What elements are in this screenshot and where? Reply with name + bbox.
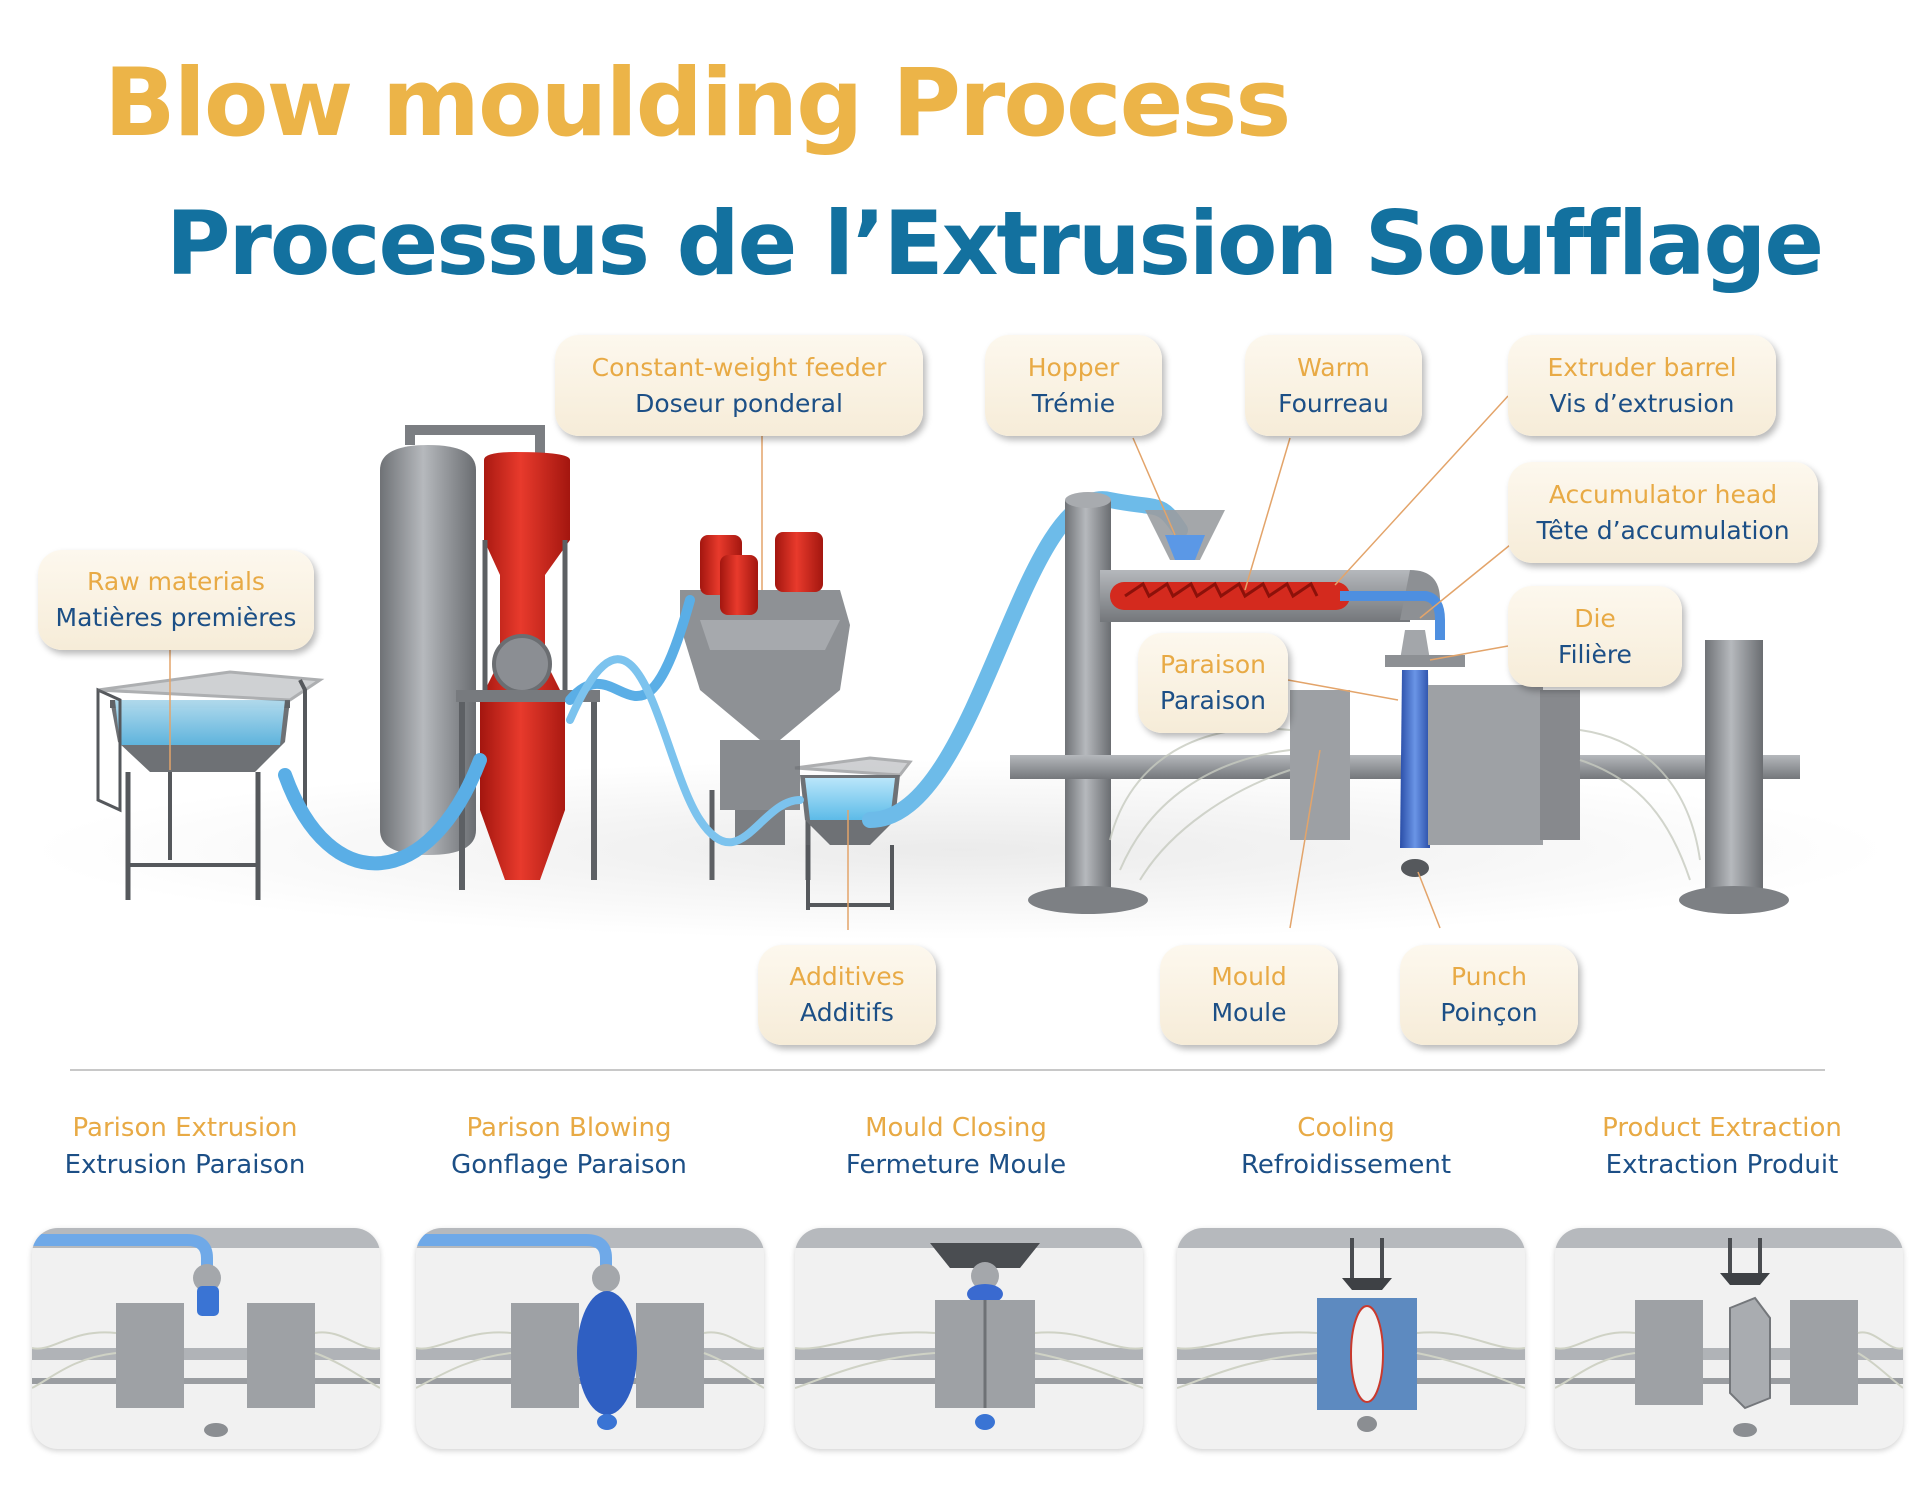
title-english: Blow moulding Process [104,49,1291,158]
step-1-title: Parison Extrusion Extrusion Paraison [0,1110,375,1184]
process-illustration [30,395,1890,940]
step-4-image [1177,1228,1525,1449]
step-3-title: Mould Closing Fermeture Moule [766,1110,1146,1184]
label-paraison-fr: Paraison [1160,686,1266,715]
step-5-image [1555,1228,1903,1449]
conveying-hoses [278,491,1188,871]
raw-materials-bin [96,670,325,900]
step-5-title: Product Extraction Extraction Produit [1532,1110,1912,1184]
step-2-title-fr: Gonflage Paraison [451,1150,687,1180]
silo [380,425,545,855]
title-french: Processus de l’Extrusion Soufflage [166,192,1824,295]
step-4-title-en: Cooling [1297,1113,1395,1143]
label-hopper: Hopper Trémie [985,335,1162,436]
label-additives-en: Additives [789,962,905,991]
label-mould-fr: Moule [1211,998,1287,1027]
step-2-image [416,1228,764,1449]
floor-shadow [30,760,1890,940]
additives-bin [794,756,913,910]
step-1-title-fr: Extrusion Paraison [64,1150,306,1180]
label-feeder-fr: Doseur ponderal [635,388,843,418]
label-accumulator-head-fr: Tête d’accumulation [1536,515,1790,545]
cyclone-loader [456,452,600,890]
label-additives: Additives Additifs [758,945,936,1045]
label-hopper-en: Hopper [1027,352,1120,382]
label-hopper-fr: Trémie [1031,388,1116,418]
label-warm-fr: Fourreau [1278,388,1389,418]
label-additives-fr: Additifs [800,998,894,1027]
step-1-title-en: Parison Extrusion [72,1113,298,1143]
label-punch-fr: Poinçon [1440,998,1538,1027]
step-1-image [32,1228,380,1449]
step-5-title-en: Product Extraction [1602,1113,1842,1143]
label-paraison-en: Paraison [1160,650,1266,679]
leader-lines [169,395,1511,930]
label-raw-materials: Raw materials Matières premières [38,550,314,650]
step-2-title: Parison Blowing Gonflage Paraison [379,1110,759,1184]
label-raw-materials-en: Raw materials [87,567,265,596]
label-paraison: Paraison Paraison [1138,633,1288,733]
label-accumulator-head-en: Accumulator head [1548,479,1778,509]
step-3-image [795,1228,1143,1449]
step-4-title: Cooling Refroidissement [1156,1110,1536,1184]
label-mould: Mould Moule [1160,945,1338,1045]
label-die: Die Filière [1508,586,1682,687]
step-3-title-fr: Fermeture Moule [845,1150,1067,1180]
label-punch-en: Punch [1451,962,1527,991]
label-punch: Punch Poinçon [1400,945,1578,1045]
label-extruder-barrel: Extruder barrel Vis d’extrusion [1508,335,1776,436]
label-raw-materials-fr: Matières premières [55,603,297,632]
label-die-en: Die [1574,603,1616,633]
step-3-title-en: Mould Closing [865,1113,1047,1143]
label-feeder: Constant-weight feeder Doseur ponderal [555,335,923,436]
extruder-machine [1010,492,1800,914]
step-2-title-en: Parison Blowing [466,1113,672,1143]
step-5-title-fr: Extraction Produit [1605,1150,1839,1180]
step-4-title-fr: Refroidissement [1240,1150,1452,1180]
label-feeder-en: Constant-weight feeder [591,352,887,382]
label-accumulator-head: Accumulator head Tête d’accumulation [1508,462,1818,563]
label-warm-en: Warm [1297,352,1370,382]
label-mould-en: Mould [1211,962,1287,991]
section-divider [70,1069,1825,1071]
label-warm: Warm Fourreau [1245,335,1422,436]
label-extruder-barrel-fr: Vis d’extrusion [1549,388,1735,418]
weight-feeder [680,532,850,880]
label-die-fr: Filière [1558,639,1632,669]
label-extruder-barrel-en: Extruder barrel [1547,352,1737,382]
